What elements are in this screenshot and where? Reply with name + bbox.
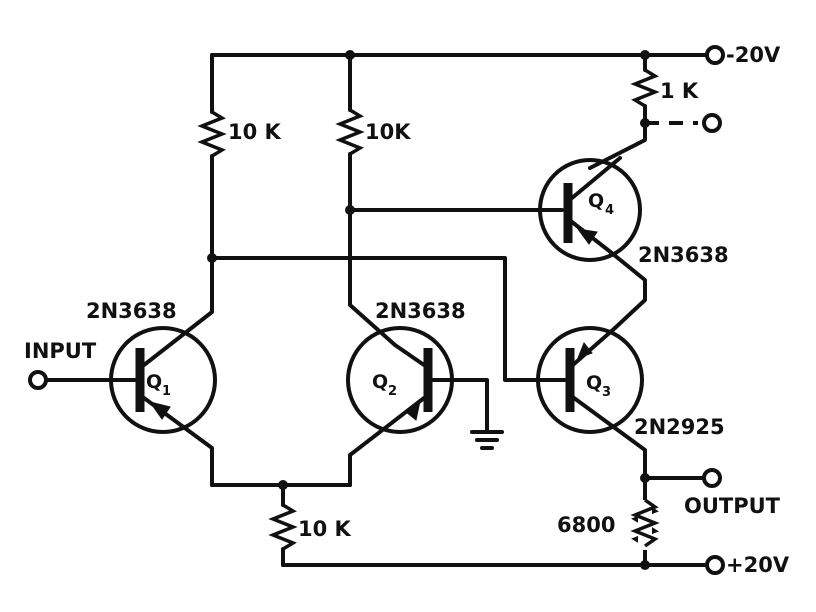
optional-tap-terminal[interactable] [702, 113, 722, 133]
resistor-output-label: 6800 [557, 513, 615, 537]
positive-supply-label: +20V [726, 553, 790, 577]
wire-q1-collector-to-q3-base [210, 256, 568, 382]
q1-name: Q [146, 371, 162, 393]
resistor-tail-label: 10 K [298, 517, 352, 541]
q2-subscript: 2 [388, 384, 397, 399]
q2-part-number: 2N3638 [375, 299, 466, 323]
resistor-tail [268, 483, 298, 567]
negative-supply-terminal[interactable] [705, 45, 725, 65]
q4-part-number: 2N3638 [638, 243, 729, 267]
resistor-q4-emitter [588, 53, 660, 170]
q2-name: Q [372, 371, 388, 393]
transistor-q1 [109, 256, 217, 487]
q3-part-number: 2N2925 [634, 415, 725, 439]
transistor-q2 [346, 326, 489, 487]
input-label: INPUT [24, 339, 97, 363]
output-label: OUTPUT [684, 494, 781, 518]
resistor-output-zigzag [630, 498, 660, 548]
resistor-q1-collector [197, 53, 227, 260]
resistor-q1-collector-label: 10 K [228, 120, 282, 144]
positive-supply-terminal[interactable] [705, 555, 725, 575]
ground-symbol [470, 430, 504, 450]
junction-dots [207, 50, 650, 570]
q1-part-number: 2N3638 [86, 299, 177, 323]
resistor-q4-emitter-label: 1 K [660, 79, 699, 103]
q1-subscript: 1 [162, 384, 171, 399]
q4-name: Q [588, 190, 604, 212]
transistor-q4 [538, 156, 647, 330]
q3-subscript: 3 [602, 385, 611, 400]
input-terminal[interactable] [28, 370, 48, 390]
negative-supply-label: -20V [726, 43, 781, 67]
resistor-q2-collector-label: 10K [365, 120, 411, 144]
output-terminal[interactable] [702, 468, 722, 488]
q3-name: Q [586, 372, 602, 394]
q4-subscript: 4 [605, 203, 614, 218]
